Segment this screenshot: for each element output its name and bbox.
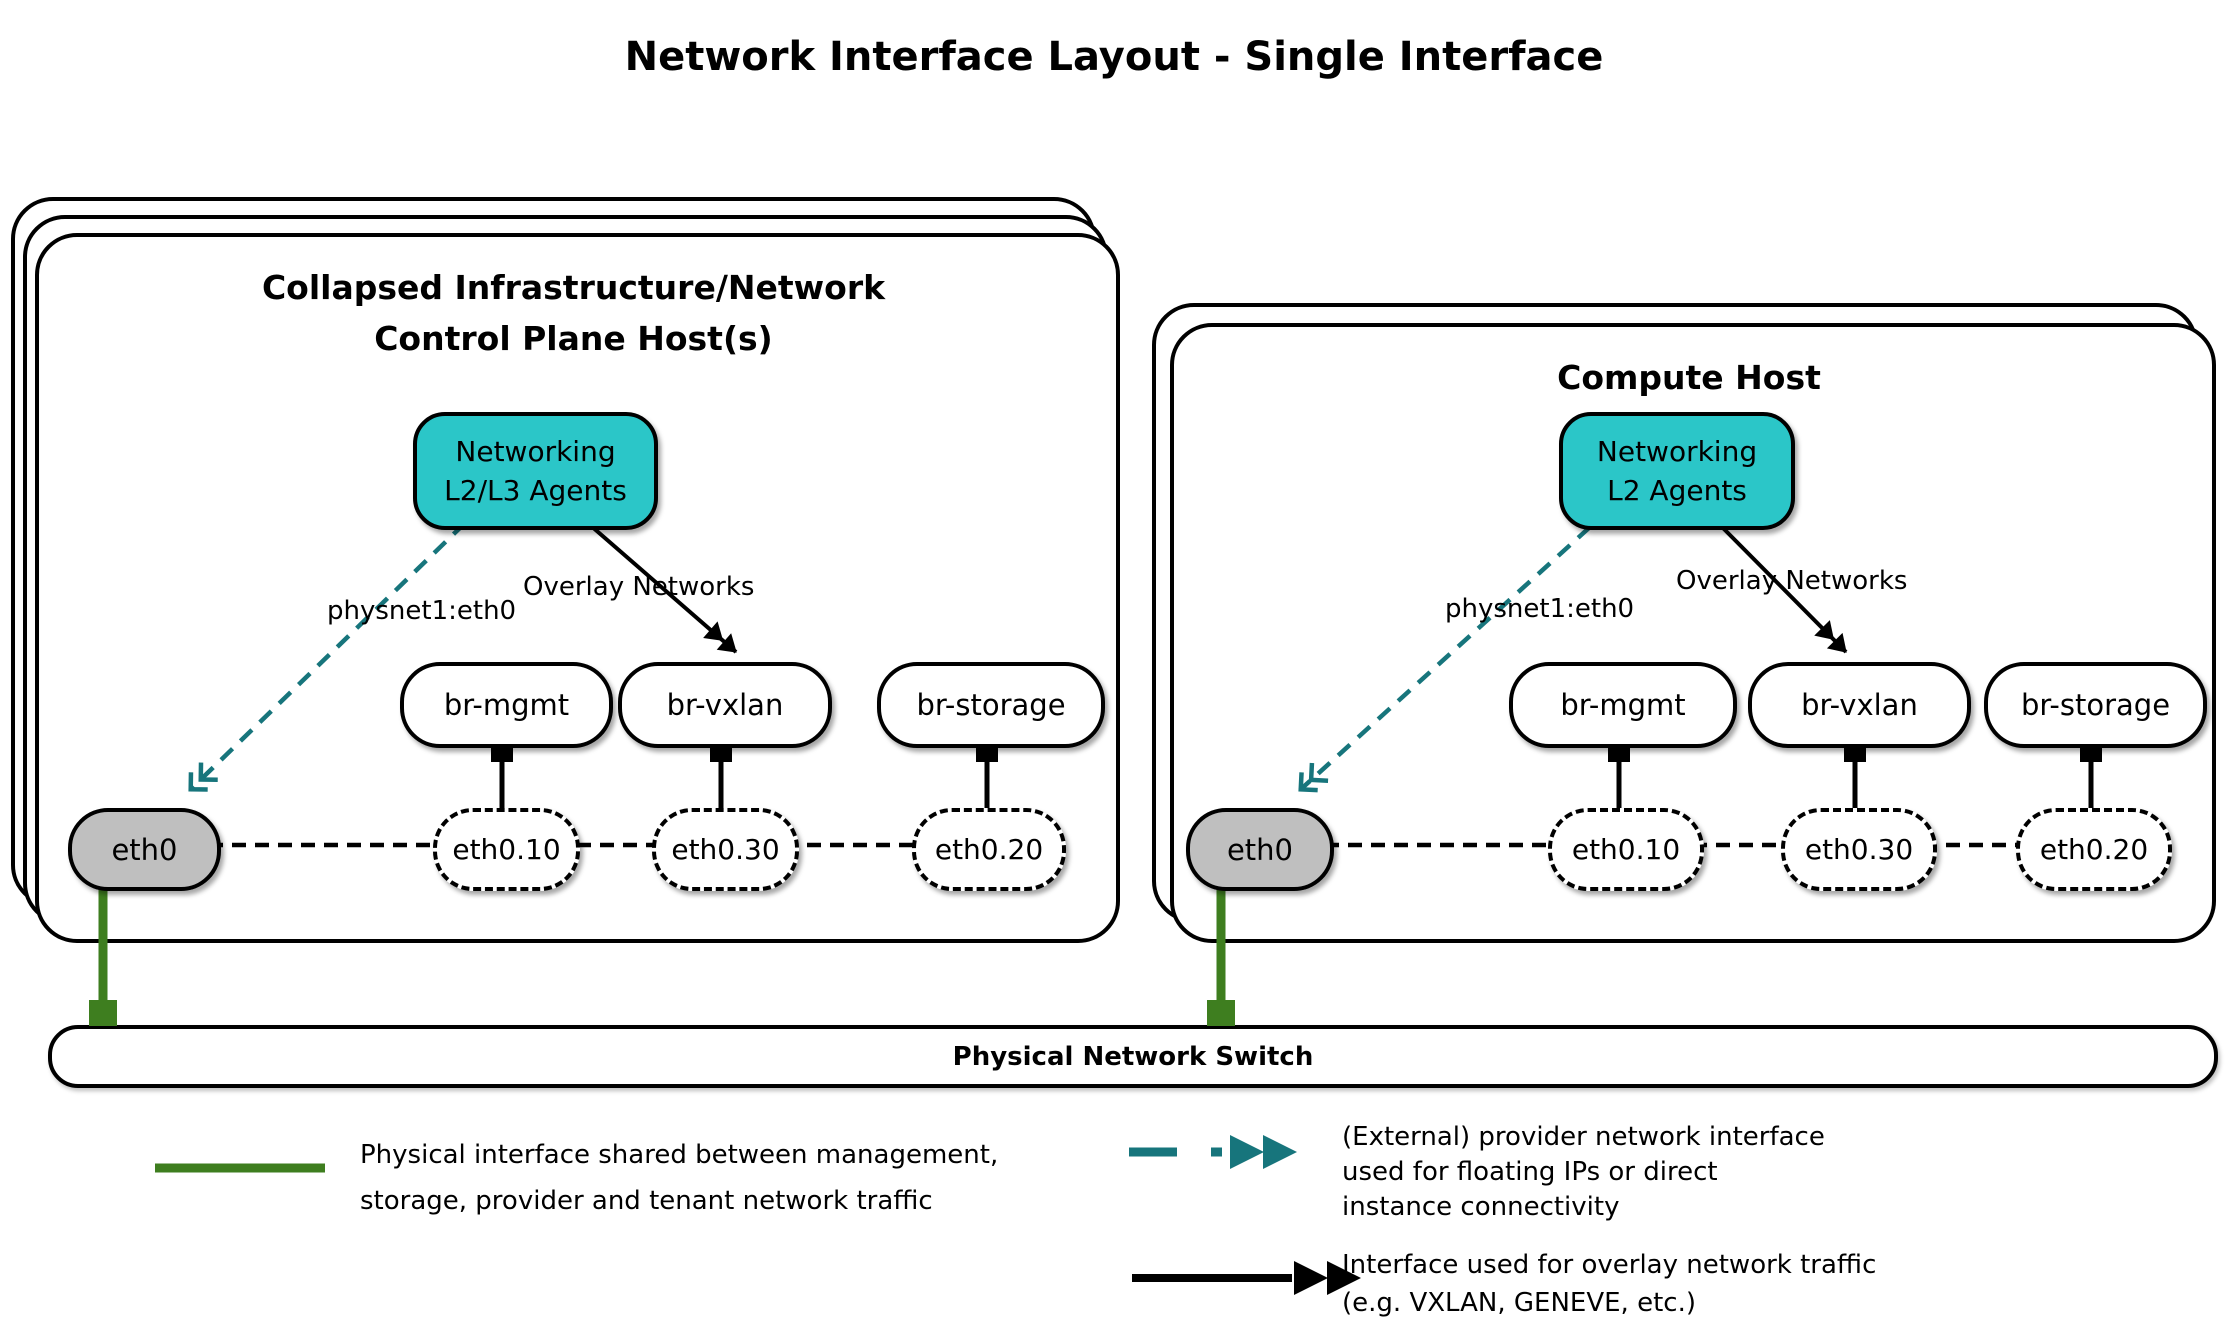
- control-host-title: Collapsed Infrastructure/Network Control…: [261, 268, 886, 358]
- bridge-br-mgmt-compute: br-mgmt: [1509, 662, 1737, 748]
- overlay-arrow-label-control: Overlay Networks: [523, 572, 755, 602]
- legend-teal-arrowhead-icon: [1263, 1135, 1297, 1169]
- agents-box-compute: Networking L2 Agents: [1559, 412, 1795, 530]
- bridge-br-storage-compute: br-storage: [1984, 662, 2207, 748]
- bridge-br-vxlan-control: br-vxlan: [618, 662, 832, 748]
- bridge-br-vxlan-compute: br-vxlan: [1748, 662, 1971, 748]
- legend-black-arrowhead-icon: [1294, 1261, 1328, 1295]
- legend-black-arrowhead-icon: [1327, 1261, 1361, 1295]
- overlay-arrow-control: [588, 523, 738, 654]
- bridge-br-storage-control: br-storage: [877, 662, 1105, 748]
- switch-port-control: [89, 1000, 117, 1026]
- provider-arrow-label-control: physnet1:eth0: [327, 596, 517, 626]
- provider-arrow-compute: [1298, 525, 1592, 793]
- vlan-eth0-10-control: eth0.10: [433, 808, 580, 891]
- eth0-node-compute: eth0: [1186, 808, 1334, 891]
- vlan-eth0-30-control: eth0.30: [652, 808, 799, 891]
- agents-box-control: Networking L2/L3 Agents: [413, 412, 658, 530]
- legend-entry-overlay: Interface used for overlay network traff…: [1342, 1250, 1877, 1318]
- provider-arrow-label-compute: physnet1:eth0: [1445, 594, 1635, 624]
- eth0-node-control: eth0: [68, 808, 221, 891]
- page-title: Network Interface Layout - Single Interf…: [624, 34, 1604, 80]
- vlan-eth0-20-compute: eth0.20: [2016, 808, 2172, 891]
- legend-entry-physical: Physical interface shared between manage…: [360, 1140, 999, 1216]
- physical-network-switch: Physical Network Switch: [48, 1025, 2218, 1088]
- legend-teal-arrowhead-icon: [1230, 1135, 1264, 1169]
- provider-arrow-control: [188, 521, 467, 792]
- overlay-arrow-compute: [1720, 525, 1848, 654]
- legend-entry-provider: (External) provider network interface us…: [1342, 1122, 1825, 1222]
- compute-host-title: Compute Host: [1557, 358, 1821, 397]
- bridge-br-mgmt-control: br-mgmt: [400, 662, 613, 748]
- switch-label: Physical Network Switch: [952, 1041, 1314, 1072]
- vlan-eth0-30-compute: eth0.30: [1781, 808, 1937, 891]
- overlay-arrow-label-compute: Overlay Networks: [1676, 566, 1908, 596]
- switch-port-compute: [1207, 1000, 1235, 1026]
- vlan-eth0-20-control: eth0.20: [912, 808, 1066, 891]
- vlan-eth0-10-compute: eth0.10: [1548, 808, 1704, 891]
